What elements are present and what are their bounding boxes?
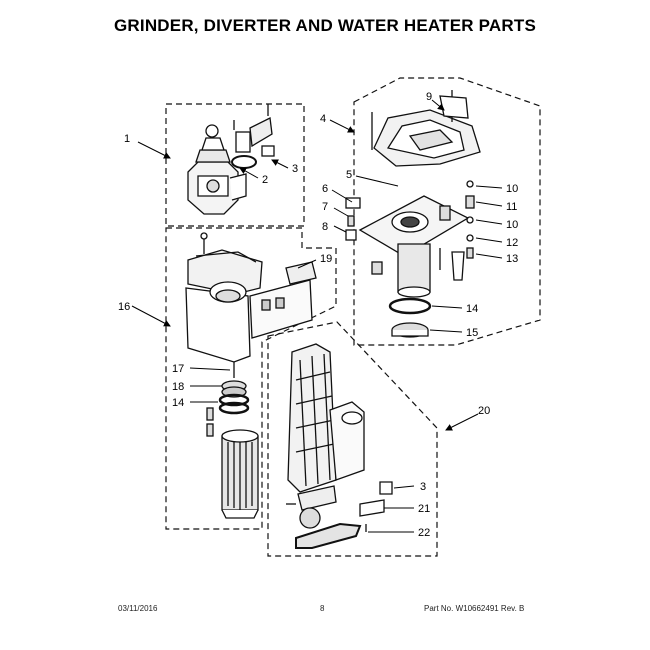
grinder-assembly-drawing [187,104,275,215]
callout-12: 12 [506,237,518,249]
callout-14-heater: 14 [466,303,478,315]
callout-11: 11 [506,201,517,213]
footer-part-number: Part No. W10662491 Rev. B [424,604,525,613]
callout-6: 6 [322,183,328,195]
heater-housing-drawing [185,232,317,363]
diverter-assembly-drawing [286,343,393,549]
group-outline-water-heater [353,77,541,346]
callout-19: 19 [320,253,332,265]
footer-page-number: 8 [320,604,325,613]
callout-1: 1 [124,133,130,145]
callout-15: 15 [466,327,478,339]
callout-18: 18 [172,381,184,393]
callout-17: 17 [172,363,184,375]
callout-5: 5 [346,169,352,181]
callout-labels: 1 2 3 4 5 6 7 8 9 10 11 10 12 13 14 15 1… [118,91,518,539]
group-outline-heater-assembly [165,227,337,530]
page-title: GRINDER, DIVERTER AND WATER HEATER PARTS [114,16,536,35]
dashed-group-outlines [165,77,541,557]
leader-lines [131,99,503,533]
group-outline-diverter [267,321,438,557]
callout-10-upper: 10 [506,183,518,195]
group-outline-grinder [165,103,305,227]
callout-21: 21 [418,503,430,515]
callout-3-diverter: 3 [420,481,426,493]
callout-16: 16 [118,301,130,313]
callout-9: 9 [426,91,432,103]
water-heater-assembly-drawing [345,90,481,338]
footer-date: 03/11/2016 [118,604,158,613]
callout-14-cartridge: 14 [172,397,184,409]
callout-7: 7 [322,201,328,213]
callout-13: 13 [506,253,518,265]
callout-20: 20 [478,405,490,417]
callout-22: 22 [418,527,430,539]
callout-3-grinder: 3 [292,163,298,175]
callout-10-lower: 10 [506,219,518,231]
callout-4: 4 [320,113,326,125]
callout-2: 2 [262,174,268,186]
callout-8: 8 [322,221,328,233]
heater-cartridge-drawing [206,362,259,519]
